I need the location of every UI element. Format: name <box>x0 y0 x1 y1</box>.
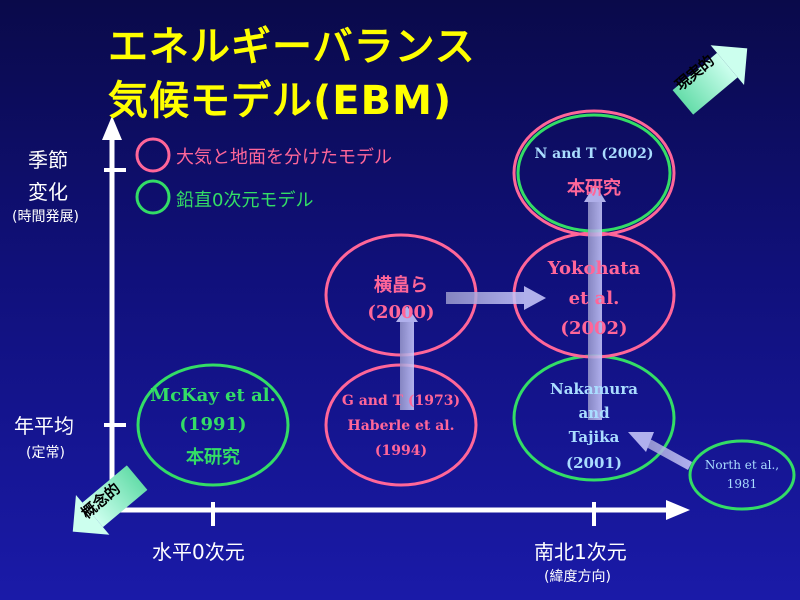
node-yokohata-2000-line1: 横畠ら <box>374 275 428 296</box>
node-nakamura-line3: Tajika <box>568 428 620 446</box>
y-axis <box>102 116 126 512</box>
node-yokohata-2002-line3: (2002) <box>560 318 628 339</box>
arrow-yokohata-2000-to-2002 <box>446 286 546 310</box>
arrow-north-to-nakamura <box>628 432 692 470</box>
node-mckay-line3: 本研究 <box>186 447 240 468</box>
legend-green-circle <box>135 179 171 215</box>
arrow-yokohata-to-n-and-t <box>584 184 606 330</box>
node-north-line1: North et al., <box>704 458 780 472</box>
node-mckay-line1: McKay et al. <box>150 385 276 406</box>
x-label-1d: 南北1次元 <box>534 540 627 564</box>
legend-pink-circle <box>135 137 171 173</box>
node-g-and-t-line1: G and T (1973) <box>341 393 461 409</box>
oval-north <box>688 439 796 511</box>
arrow-nakamura-to-yokohata <box>588 330 602 420</box>
y-sub-seasonal: (時間発展) <box>12 209 79 225</box>
x-axis <box>112 500 690 526</box>
y-label-seasonal-line2: 変化 <box>28 180 68 204</box>
node-g-and-t-line2: Haberle et al. <box>347 418 455 434</box>
title-line1: エネルギーバランス <box>108 24 476 70</box>
node-nakamura-line4: (2001) <box>566 454 622 472</box>
node-g-and-t-line3: (1994) <box>374 443 428 459</box>
corner-arrow-bottom-left <box>72 465 148 535</box>
corner-arrow-top-right <box>672 45 748 115</box>
x-label-0d: 水平0次元 <box>152 540 245 564</box>
title-line2: 気候モデル(EBM) <box>108 78 453 124</box>
y-sub-annual: (定常) <box>26 445 65 461</box>
legend-green-label: 鉛直0次元モデル <box>176 190 314 211</box>
node-nakamura-line1: Nakamura <box>550 380 638 398</box>
node-yokohata-2002-line1: Yokohata <box>547 258 641 279</box>
arrow-g-and-t-to-yokohata <box>396 306 418 410</box>
node-yokohata-2002-line2: et al. <box>568 288 620 309</box>
node-n-and-t-line1: N and T (2002) <box>534 146 654 162</box>
legend-pink-label: 大気と地面を分けたモデル <box>176 147 392 168</box>
node-yokohata-2000-line2: (2000) <box>367 302 435 323</box>
y-label-seasonal-line1: 季節 <box>28 148 68 172</box>
node-mckay-line2: (1991) <box>179 414 247 435</box>
node-north-line2: 1981 <box>726 477 758 491</box>
oval-mckay <box>136 363 290 487</box>
y-label-annual: 年平均 <box>14 414 74 438</box>
node-n-and-t-line2: 本研究 <box>567 178 621 199</box>
x-sub-1d: (緯度方向) <box>544 569 611 585</box>
node-nakamura-line2: and <box>578 404 610 422</box>
